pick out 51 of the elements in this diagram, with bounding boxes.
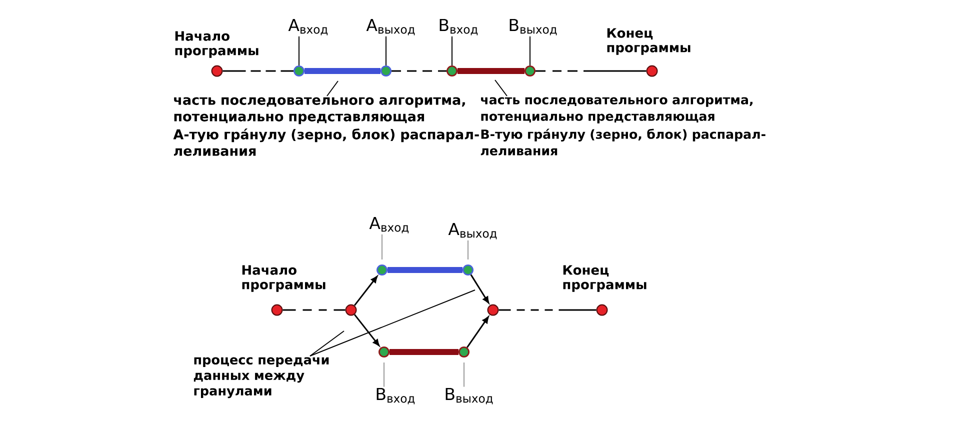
leader-line (326, 80, 338, 96)
arrow (354, 314, 380, 346)
leader-line (494, 80, 508, 96)
point-label: В$_{выход}$ (446, 388, 493, 404)
arrow (466, 316, 489, 348)
thick-line (390, 349, 458, 355)
dashed-line (536, 70, 646, 72)
boundary-dot (294, 66, 304, 76)
description-text: процесс передачи данных между гранулами (194, 357, 329, 398)
boundary-dot (458, 346, 470, 358)
dashed-line (498, 309, 596, 311)
boundary-dot (462, 264, 474, 276)
arrow (354, 276, 378, 306)
point-label: А$_{вход}$ (369, 216, 409, 234)
boundary-dot (380, 66, 392, 76)
leader-line (298, 36, 300, 66)
description-text: часть последовательного алгоритма, потенциально представляющая А-тую гра́нулу (зерно, блок) распарал- леливания (173, 97, 479, 156)
endpoint-dot (646, 65, 658, 77)
leader-line (383, 362, 385, 387)
boundary-dot (524, 66, 536, 76)
point-label: А$_{вход}$ (288, 18, 328, 36)
endpoint-label: Начало программы (175, 31, 258, 58)
point-label: А$_{выход}$ (448, 222, 497, 240)
leader-line (310, 330, 344, 356)
leader-line (381, 234, 383, 260)
point-label: В$_{вход}$ (376, 388, 415, 404)
description-text: часть последовательного алгоритма, потенциально представляющая В-тую гра́нулу (зерно, блок) распарал- леливания (480, 97, 766, 156)
junction-dot (345, 304, 357, 316)
dashed-line (222, 70, 294, 72)
junction-dot (487, 304, 499, 316)
thick-line (458, 68, 524, 74)
dashed-line (282, 309, 346, 311)
point-label: В$_{вход}$ (440, 18, 478, 36)
endpoint-dot (596, 304, 608, 316)
endpoint-label: Конец программы (563, 265, 646, 292)
leader-line (310, 290, 476, 356)
thick-line (388, 267, 462, 273)
thick-line (304, 68, 380, 74)
endpoint-label: Конец программы (607, 28, 690, 55)
boundary-dot (378, 346, 390, 358)
arrow (470, 274, 490, 304)
leader-line (467, 240, 469, 260)
endpoint-label: Начало программы (242, 265, 326, 292)
endpoint-dot (271, 304, 283, 316)
endpoint-dot (211, 65, 223, 77)
point-label: В$_{выход}$ (510, 18, 557, 36)
boundary-dot (446, 66, 458, 76)
dashed-line (392, 70, 446, 72)
point-label: А$_{выход}$ (366, 18, 415, 36)
boundary-dot (376, 264, 388, 276)
leader-line (463, 362, 465, 387)
